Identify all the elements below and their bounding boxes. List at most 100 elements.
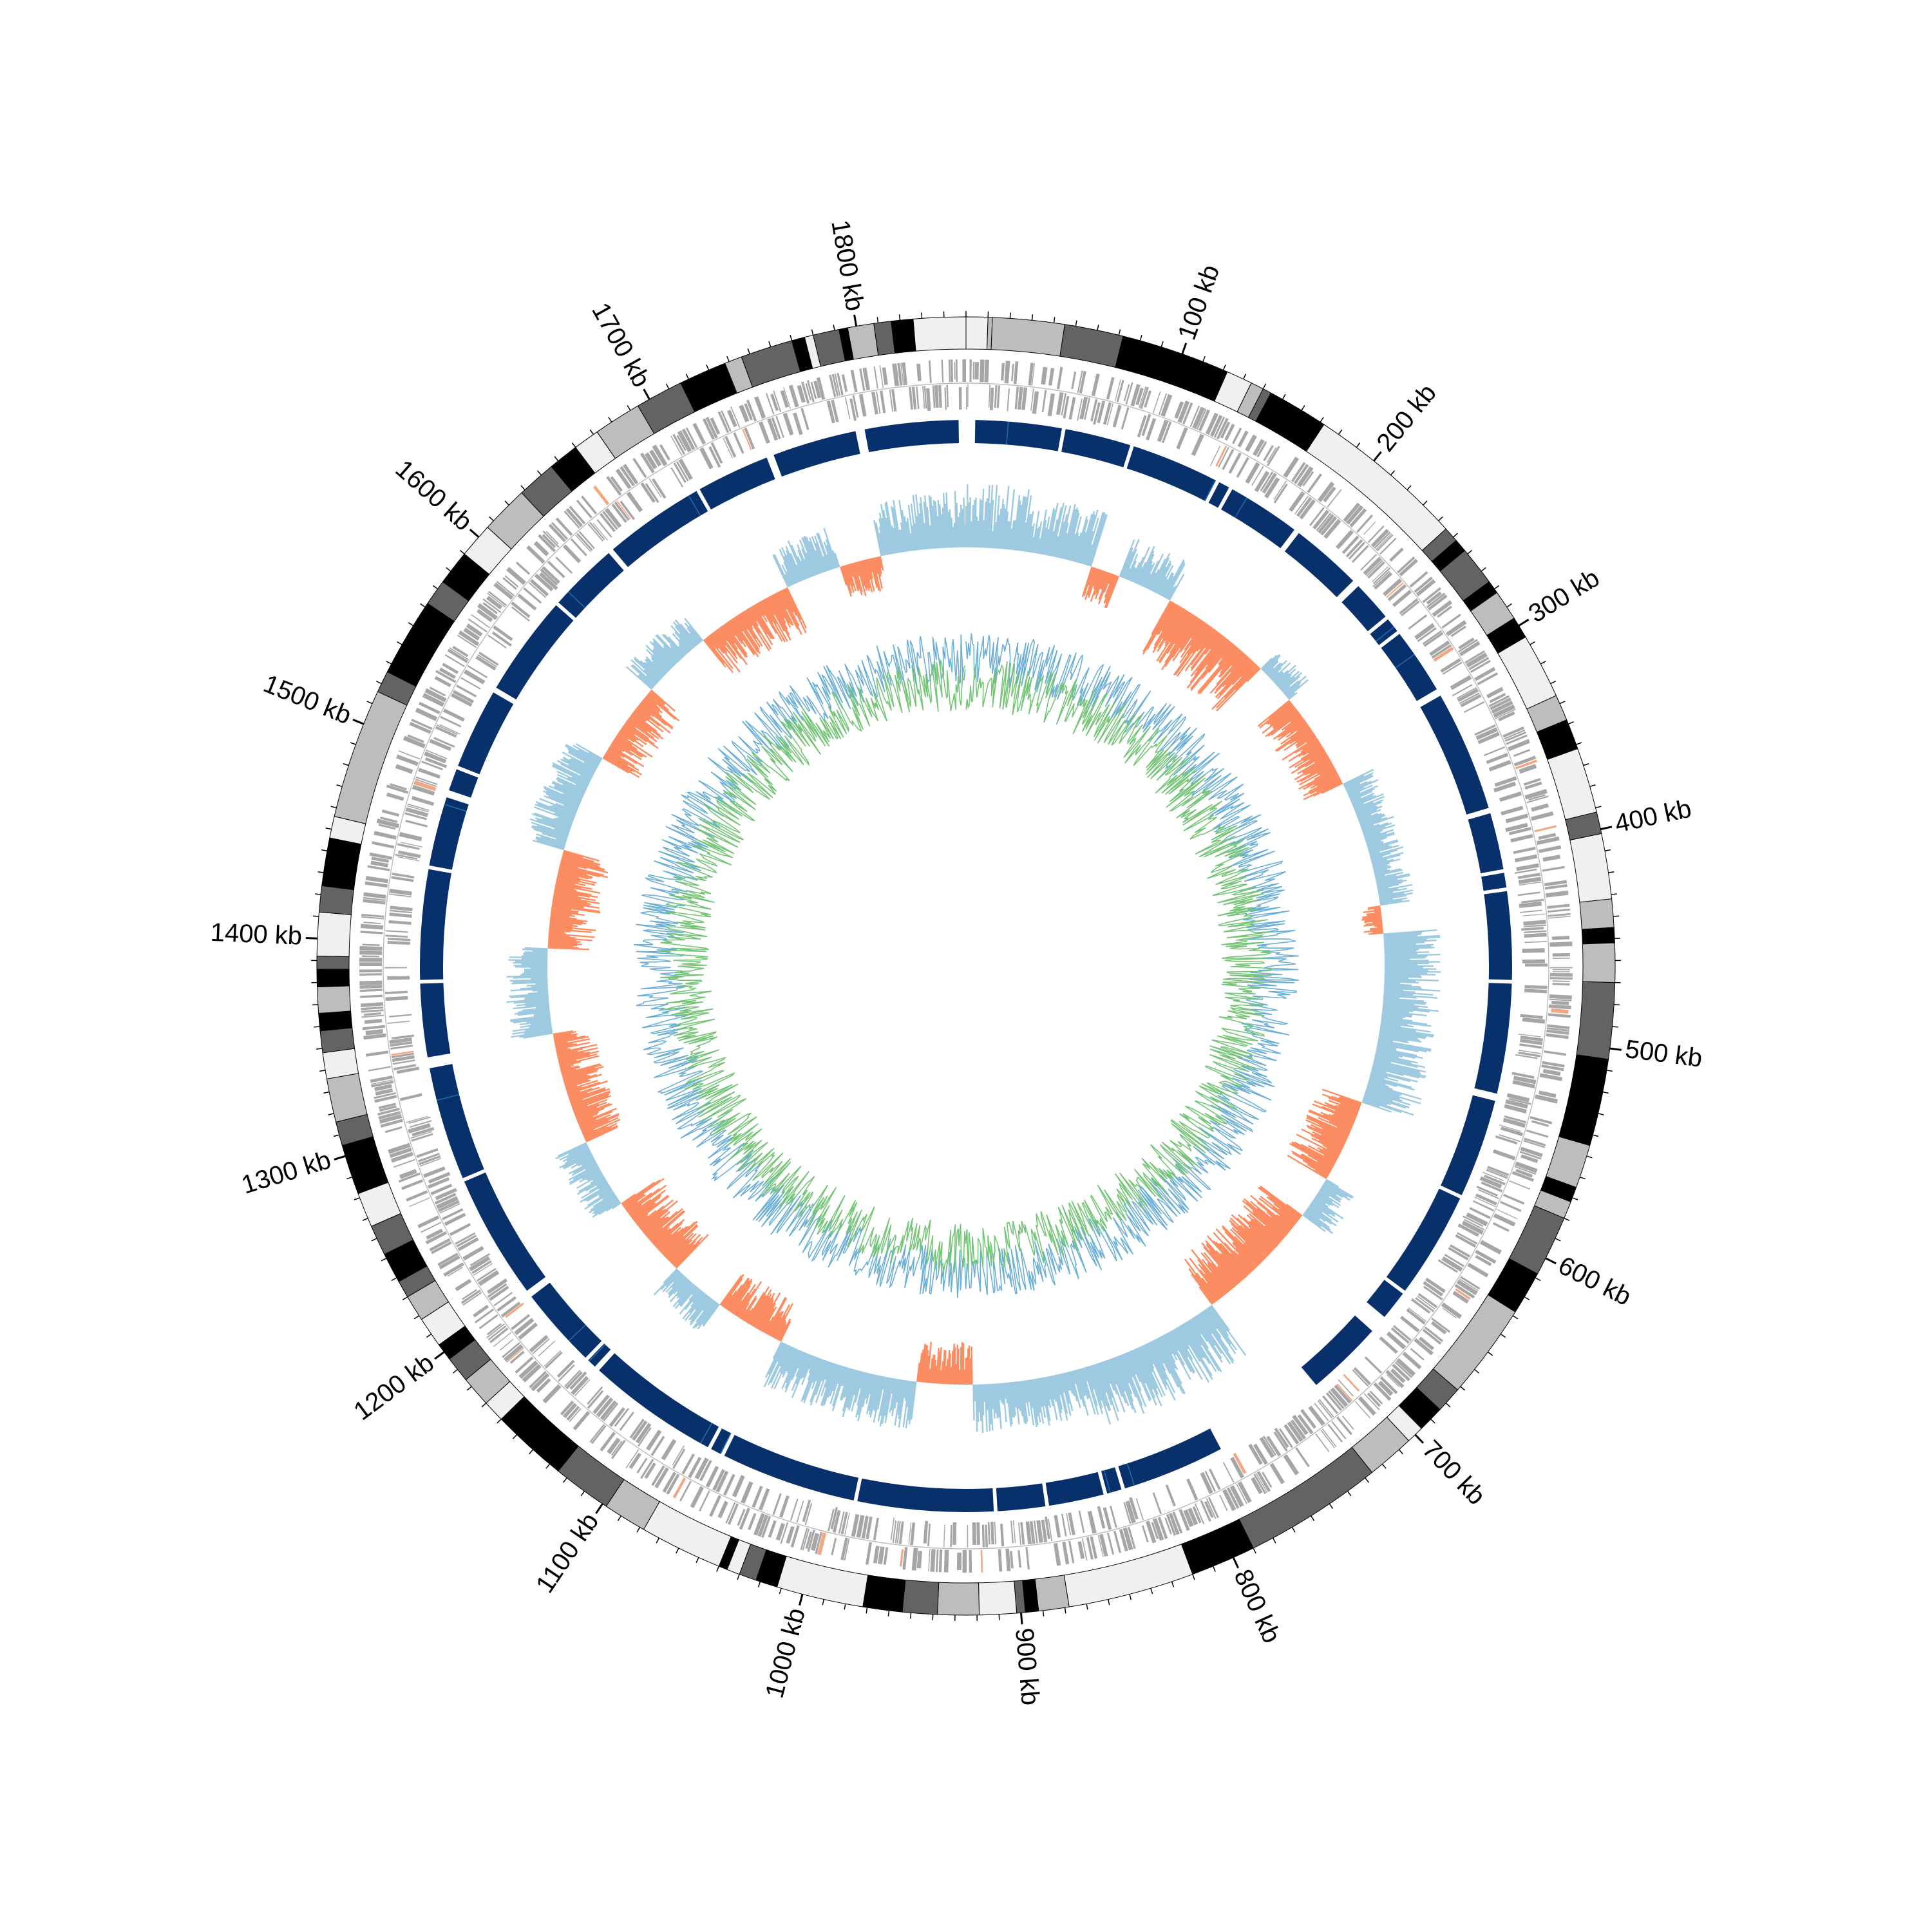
gene-feature: [1297, 466, 1314, 488]
gc-content-bar: [560, 860, 609, 874]
gc-content-bar: [1283, 680, 1300, 694]
gc-content-bar: [1367, 913, 1382, 916]
gc-content-bar: [1051, 1375, 1063, 1421]
gc-content-bar: [1007, 1382, 1013, 1425]
gc-content-bar: [641, 700, 663, 718]
gc-content-bar: [1209, 1249, 1239, 1285]
gc-content-bar: [616, 734, 633, 746]
karyotype-band: [1034, 1575, 1070, 1612]
minor-tick: [747, 348, 750, 354]
gene-feature: [619, 1411, 634, 1431]
gc-content-bar: [533, 1013, 551, 1017]
gene-feature: [911, 386, 917, 410]
gene-feature: [415, 779, 437, 788]
gc-content-bar: [668, 1276, 687, 1296]
gc-content-bar: [563, 1153, 593, 1170]
gc-content-bar: [519, 1019, 551, 1026]
gene-feature: [491, 631, 512, 647]
gene-feature: [679, 1481, 692, 1502]
gc-content-bar: [559, 864, 608, 878]
gc-content-bar: [750, 1295, 770, 1326]
gc-content-bar: [549, 925, 596, 931]
gc-content-bar: [549, 921, 574, 925]
gc-content-bar: [1328, 1097, 1360, 1110]
gc-content-bar: [1160, 604, 1178, 632]
gene-feature: [1366, 560, 1383, 577]
minor-tick: [452, 1368, 458, 1374]
gene-feature: [1097, 1506, 1106, 1529]
gene-feature: [841, 374, 848, 392]
gc-content-bar: [869, 558, 878, 588]
gc-content-bar: [688, 1287, 700, 1302]
gc-content-bar: [677, 1283, 695, 1303]
gc-content-bar: [563, 849, 600, 862]
gene-feature: [545, 1351, 563, 1369]
gc-content-bar: [1205, 1308, 1232, 1345]
gc-content-bar: [1320, 1188, 1341, 1201]
minor-tick: [512, 1434, 518, 1439]
gc-content-bar: [545, 790, 580, 806]
gene-feature: [1482, 1171, 1504, 1182]
gc-content-bar: [1128, 1351, 1151, 1402]
gc-content-bar: [1112, 1357, 1134, 1410]
gene-feature: [390, 783, 407, 791]
gc-content-bar: [627, 719, 658, 743]
gc-content-bar: [1179, 618, 1201, 649]
gene-feature: [390, 1045, 413, 1050]
gc-content-bar: [923, 501, 929, 549]
gc-content-bar: [549, 927, 592, 933]
gc-content-bar: [1093, 569, 1101, 587]
gc-content-bar: [1216, 665, 1258, 709]
gc-content-bar: [1201, 1266, 1226, 1296]
gc-content-bar: [1124, 1352, 1142, 1392]
gc-content-bar: [851, 563, 860, 590]
gc-content-bar: [708, 635, 719, 649]
gc-content-bar: [831, 1367, 847, 1412]
gc-content-bar: [663, 634, 685, 658]
gc-content-bar: [622, 726, 636, 735]
gene-feature: [681, 1454, 695, 1475]
gc-content-bar: [1378, 1037, 1394, 1043]
gc-content-bar: [1231, 1227, 1265, 1260]
gene-feature: [916, 363, 922, 382]
gc-content-bar: [1206, 1244, 1240, 1284]
minor-tick: [1129, 1594, 1132, 1600]
gene-feature: [1004, 361, 1010, 384]
gene-feature: [1551, 936, 1570, 940]
gc-content-bar: [674, 625, 695, 649]
gene-feature: [1483, 746, 1505, 757]
gc-content-bar: [527, 991, 549, 995]
gene-feature: [688, 1457, 702, 1479]
gc-content-bar: [1092, 1365, 1107, 1406]
gene-feature: [1442, 661, 1463, 675]
gene-feature: [1011, 363, 1014, 381]
gc-content-bar: [535, 817, 571, 831]
gene-feature: [1552, 957, 1570, 960]
minor-tick: [319, 1070, 326, 1072]
gene-feature: [388, 893, 412, 898]
gene-feature: [765, 393, 775, 415]
gene-feature: [1542, 1061, 1565, 1068]
gc-content-bar: [1076, 1369, 1085, 1397]
gene-feature: [528, 582, 547, 598]
gc-content-bar: [602, 1191, 614, 1200]
gc-content-bar: [1273, 710, 1298, 730]
gene-feature: [418, 768, 440, 779]
gc-content-bar: [512, 1027, 553, 1035]
gene-feature: [1476, 1186, 1498, 1197]
gc-content-bar: [637, 1209, 657, 1226]
gc-content-bar: [560, 860, 587, 869]
gc-content-bar: [661, 634, 684, 658]
gene-feature: [371, 1081, 394, 1088]
gc-content-bar: [767, 1312, 781, 1336]
gene-feature: [569, 506, 586, 525]
gene-feature: [717, 411, 730, 433]
gc-content-bar: [886, 517, 894, 554]
minor-tick: [1512, 1315, 1519, 1320]
gc-content-bar: [1302, 739, 1319, 751]
gc-content-bar: [988, 485, 994, 549]
gene-feature: [850, 370, 858, 393]
gene-feature: [1321, 1428, 1337, 1447]
gc-content-bar: [1156, 576, 1167, 594]
gene-feature: [1486, 752, 1509, 764]
